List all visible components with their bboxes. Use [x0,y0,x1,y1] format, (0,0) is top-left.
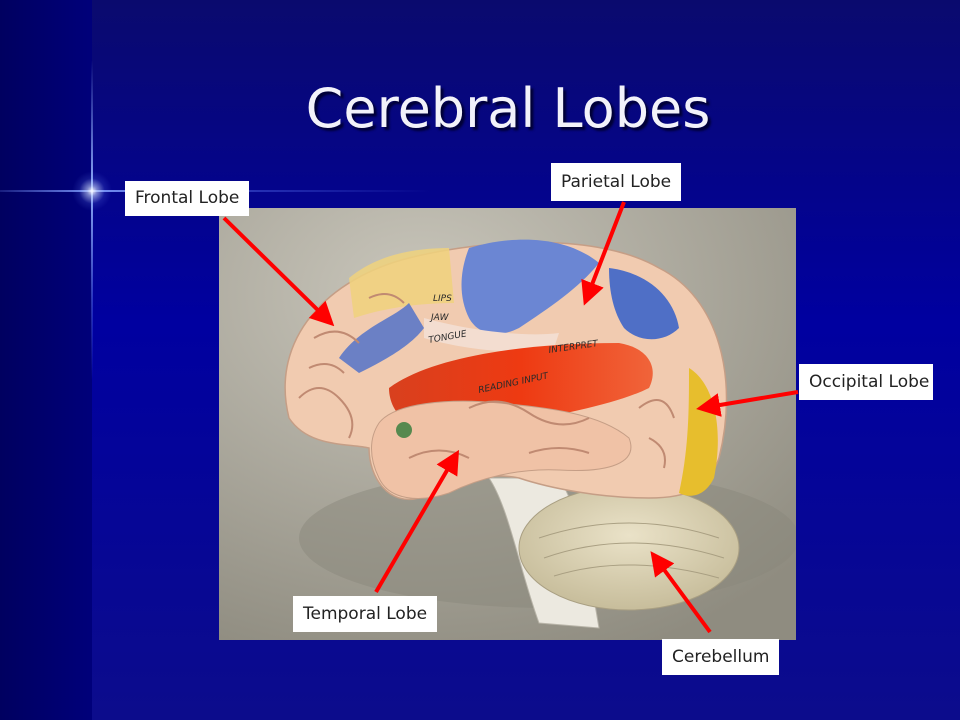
brain-model-illustration: INTERPRET READING INPUT TONGUE JAW LIPS [219,208,796,640]
cerebellum-label: Cerebellum [662,639,780,675]
model-text-jaw: JAW [429,313,450,323]
parietal-lobe-label: Parietal Lobe [551,163,682,201]
slide-title: Cerebral Lobes [305,77,711,140]
brain-model-photo: INTERPRET READING INPUT TONGUE JAW LIPS [219,208,796,640]
occipital-lobe-label: Occipital Lobe [799,364,934,400]
sparkle-decoration [72,171,112,211]
model-text-lips: LIPS [433,294,452,304]
temporal-lobe-label: Temporal Lobe [293,596,438,632]
frontal-lobe-label: Frontal Lobe [125,181,250,216]
vertical-accent-line [91,60,93,380]
left-band-decoration [0,0,92,720]
